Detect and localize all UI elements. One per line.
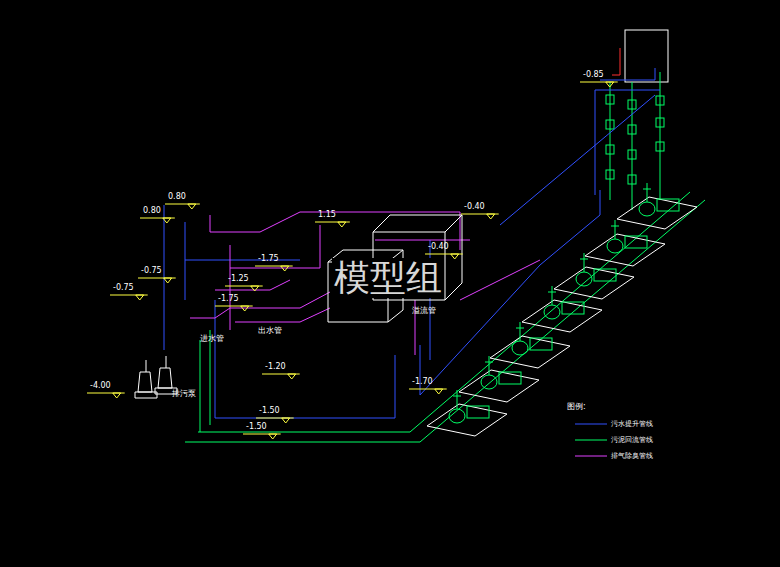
- elevation-label: -1.75: [218, 294, 239, 304]
- pump-riser: [611, 220, 619, 239]
- exhaust-pipe: [190, 212, 540, 355]
- pump-casing: [607, 239, 623, 253]
- valve-stack: [606, 72, 664, 210]
- elevation-triangle: [251, 286, 259, 291]
- elevation-label: -1.50: [259, 406, 280, 416]
- pump-base: [522, 300, 602, 332]
- elevation-label: -1.50: [246, 422, 267, 432]
- elevation-label: -1.25: [228, 274, 249, 284]
- tank-box: [328, 215, 462, 322]
- legend-text: 排气除臭管线: [611, 452, 653, 460]
- elevation-label: 0.80: [168, 192, 186, 202]
- pump-base: [617, 197, 697, 229]
- elevation-marks: [87, 82, 618, 439]
- pump-base: [585, 234, 665, 266]
- elevation-triangle: [487, 214, 495, 219]
- pump-motor: [562, 302, 584, 314]
- elevation-triangle: [282, 418, 290, 423]
- pump-unit: [427, 390, 507, 436]
- elevation-triangle: [435, 389, 443, 394]
- pump-riser: [643, 183, 651, 202]
- pump-unit: [554, 253, 634, 299]
- elevation-triangle: [281, 266, 289, 271]
- pump-unit: [490, 322, 570, 368]
- elevation-label: -0.40: [464, 202, 485, 212]
- pump-riser: [516, 322, 524, 341]
- legend-entry: 污水提升管线: [575, 420, 653, 429]
- pump-motor: [625, 236, 647, 248]
- sludge-return-pipe: [185, 192, 705, 442]
- elevation-label: -0.85: [583, 70, 604, 80]
- elevation-label: -1.70: [412, 377, 433, 387]
- pump-casing: [481, 375, 497, 389]
- elevation-triangle: [451, 254, 459, 259]
- elevation-label: 0.80: [143, 206, 161, 216]
- pump-casing: [512, 341, 528, 355]
- sewage-lift-pipe: [164, 95, 655, 418]
- red-pipe: [612, 48, 620, 75]
- elevation-triangle: [136, 295, 144, 300]
- submersible-pump: [135, 356, 177, 398]
- pump-riser: [580, 253, 588, 272]
- pipe-label: 溢流管: [412, 306, 436, 316]
- elevation-triangle: [163, 218, 171, 223]
- legend-line-sample: [575, 421, 607, 427]
- legend-text: 污泥回流管线: [611, 436, 653, 444]
- pump-unit: [522, 286, 602, 332]
- pump-motor: [657, 199, 679, 211]
- pump-riser: [453, 390, 461, 409]
- pump-motor: [467, 406, 489, 418]
- pump-casing: [544, 305, 560, 319]
- elevation-triangle: [338, 222, 346, 227]
- legend-entry: 污泥回流管线: [575, 436, 653, 445]
- pump-base: [490, 336, 570, 368]
- pump-group: [427, 183, 697, 436]
- legend-text: 污水提升管线: [611, 420, 653, 428]
- watermark: 模型组: [332, 258, 444, 298]
- elevation-label: -0.75: [141, 266, 162, 276]
- elevation-triangle: [113, 393, 121, 398]
- legend-line-sample: [575, 453, 607, 459]
- legend-entry: 排气除臭管线: [575, 452, 653, 461]
- elevation-label: 1.15: [318, 210, 336, 220]
- elevation-triangle: [241, 306, 249, 311]
- pump-motor: [499, 372, 521, 384]
- elevation-label: -4.00: [90, 381, 111, 391]
- elevation-triangle: [164, 278, 172, 283]
- pump-unit: [617, 183, 697, 229]
- elevation-label: -0.75: [113, 283, 134, 293]
- pipe-label: 排污泵: [172, 389, 196, 399]
- pump-casing: [449, 409, 465, 423]
- tank-outline: [625, 30, 668, 82]
- pump-casing: [639, 202, 655, 216]
- pump-motor: [594, 269, 616, 281]
- elevation-label: -1.75: [258, 254, 279, 264]
- elevation-triangle: [188, 204, 196, 209]
- elevation-triangle: [606, 82, 614, 87]
- pump-casing: [576, 272, 592, 286]
- pump-motor: [530, 338, 552, 350]
- elevation-triangle: [288, 374, 296, 379]
- elevation-label: -1.20: [265, 362, 286, 372]
- pump-base: [427, 404, 507, 436]
- legend-line-sample: [575, 437, 607, 443]
- pipe-label: 进水管: [200, 334, 224, 344]
- pipe-label: 图例:: [567, 402, 586, 412]
- pump-unit: [459, 356, 539, 402]
- pipe-label: 出水管: [258, 326, 282, 336]
- pump-base: [459, 370, 539, 402]
- elevation-triangle: [269, 434, 277, 439]
- pump-base: [554, 267, 634, 299]
- blue-pipe: [595, 68, 660, 195]
- elevation-label: -0.40: [428, 242, 449, 252]
